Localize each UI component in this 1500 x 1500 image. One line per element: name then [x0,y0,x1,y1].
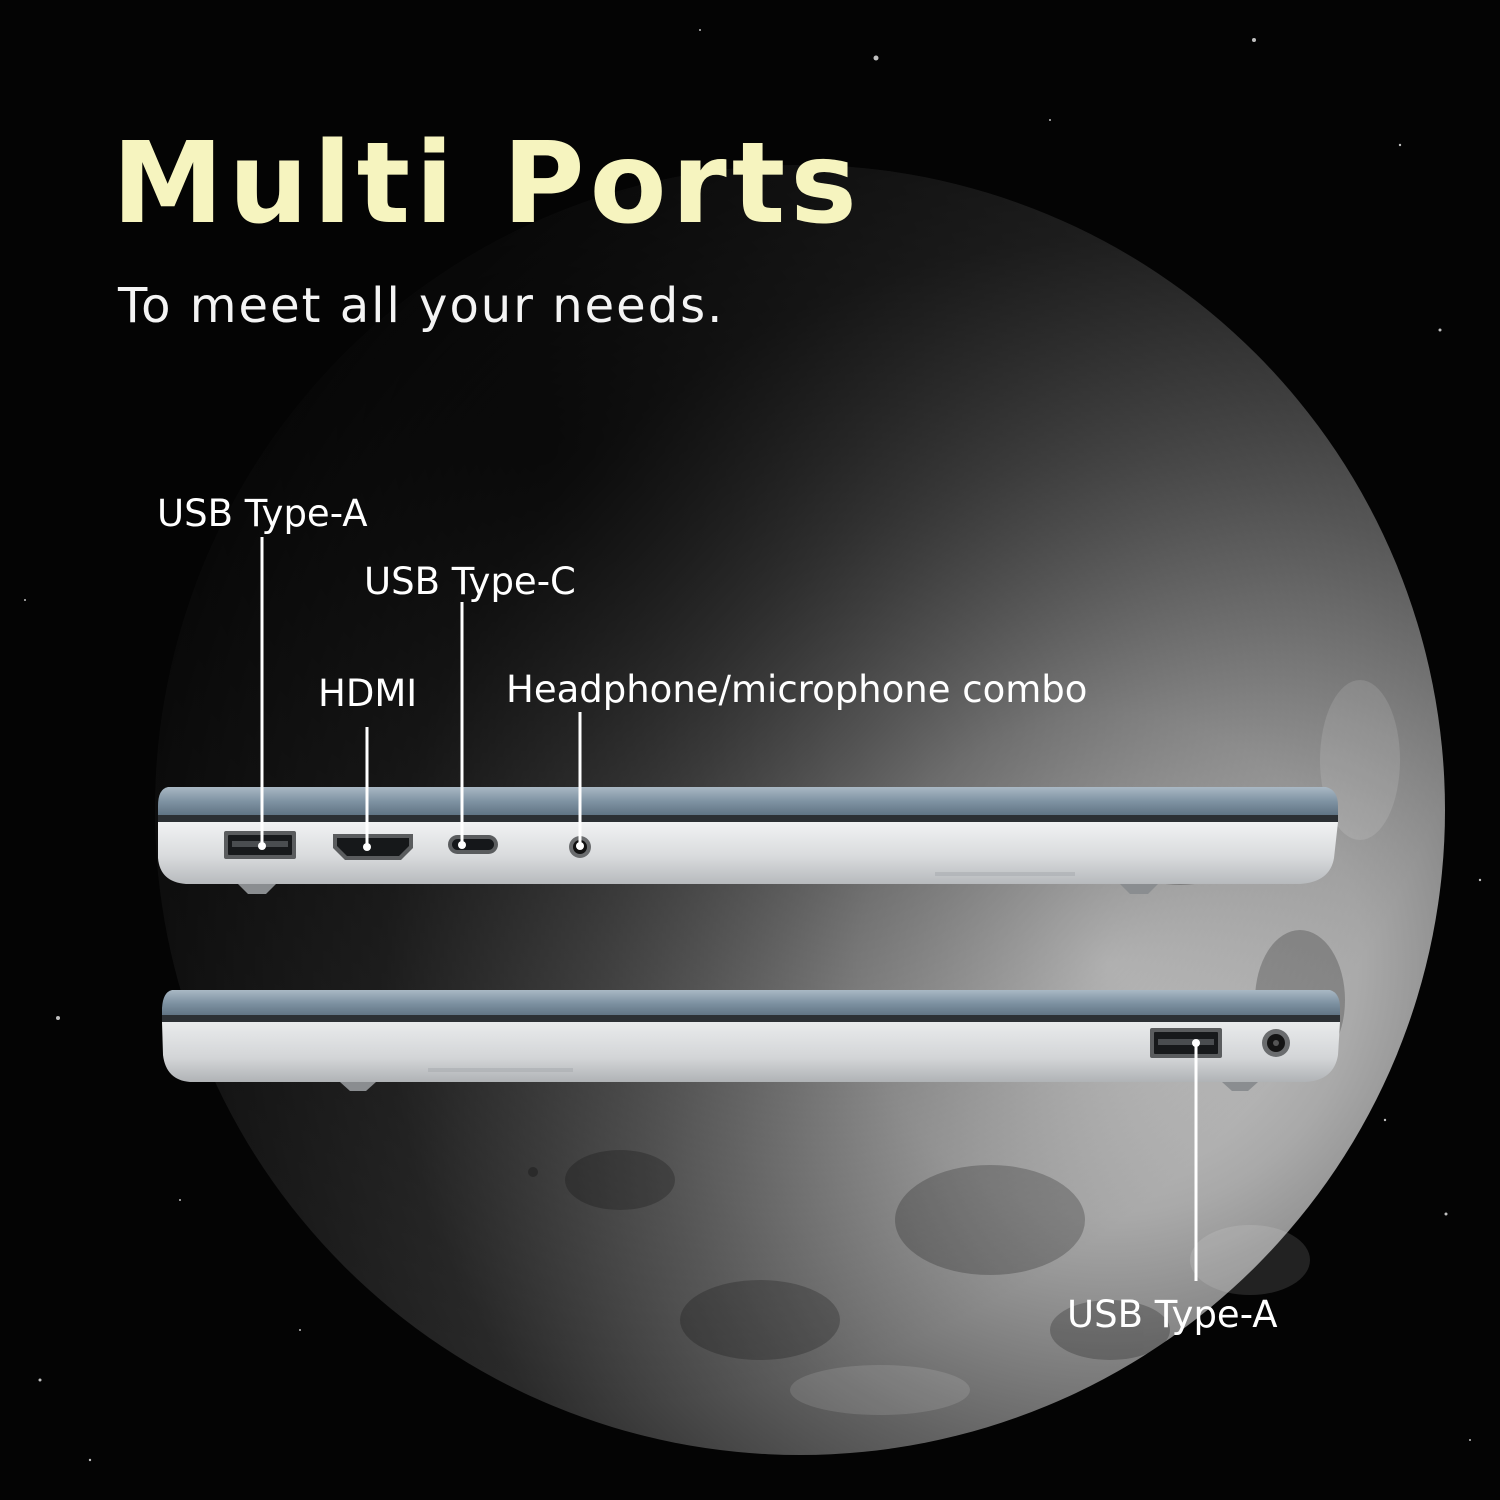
laptop-right-side-view [162,990,1340,1091]
power-port [1262,1029,1290,1057]
star-field [24,29,1482,1462]
page-subtitle: To meet all your needs. [118,278,725,334]
usb-c-port [448,835,498,854]
label-usb-type-a-left: USB Type-A [157,492,368,535]
label-usb-type-a-right: USB Type-A [1067,1293,1278,1336]
label-hdmi: HDMI [318,672,418,715]
leader-lines [260,537,1198,1281]
usb-a-port-right [1150,1028,1222,1058]
page-title: Multi Ports [112,119,862,249]
hdmi-port [333,834,413,860]
label-usb-type-c: USB Type-C [364,560,576,603]
label-headphone-microphone-combo: Headphone/microphone combo [506,668,1088,711]
laptop-left-side-view [158,787,1338,894]
